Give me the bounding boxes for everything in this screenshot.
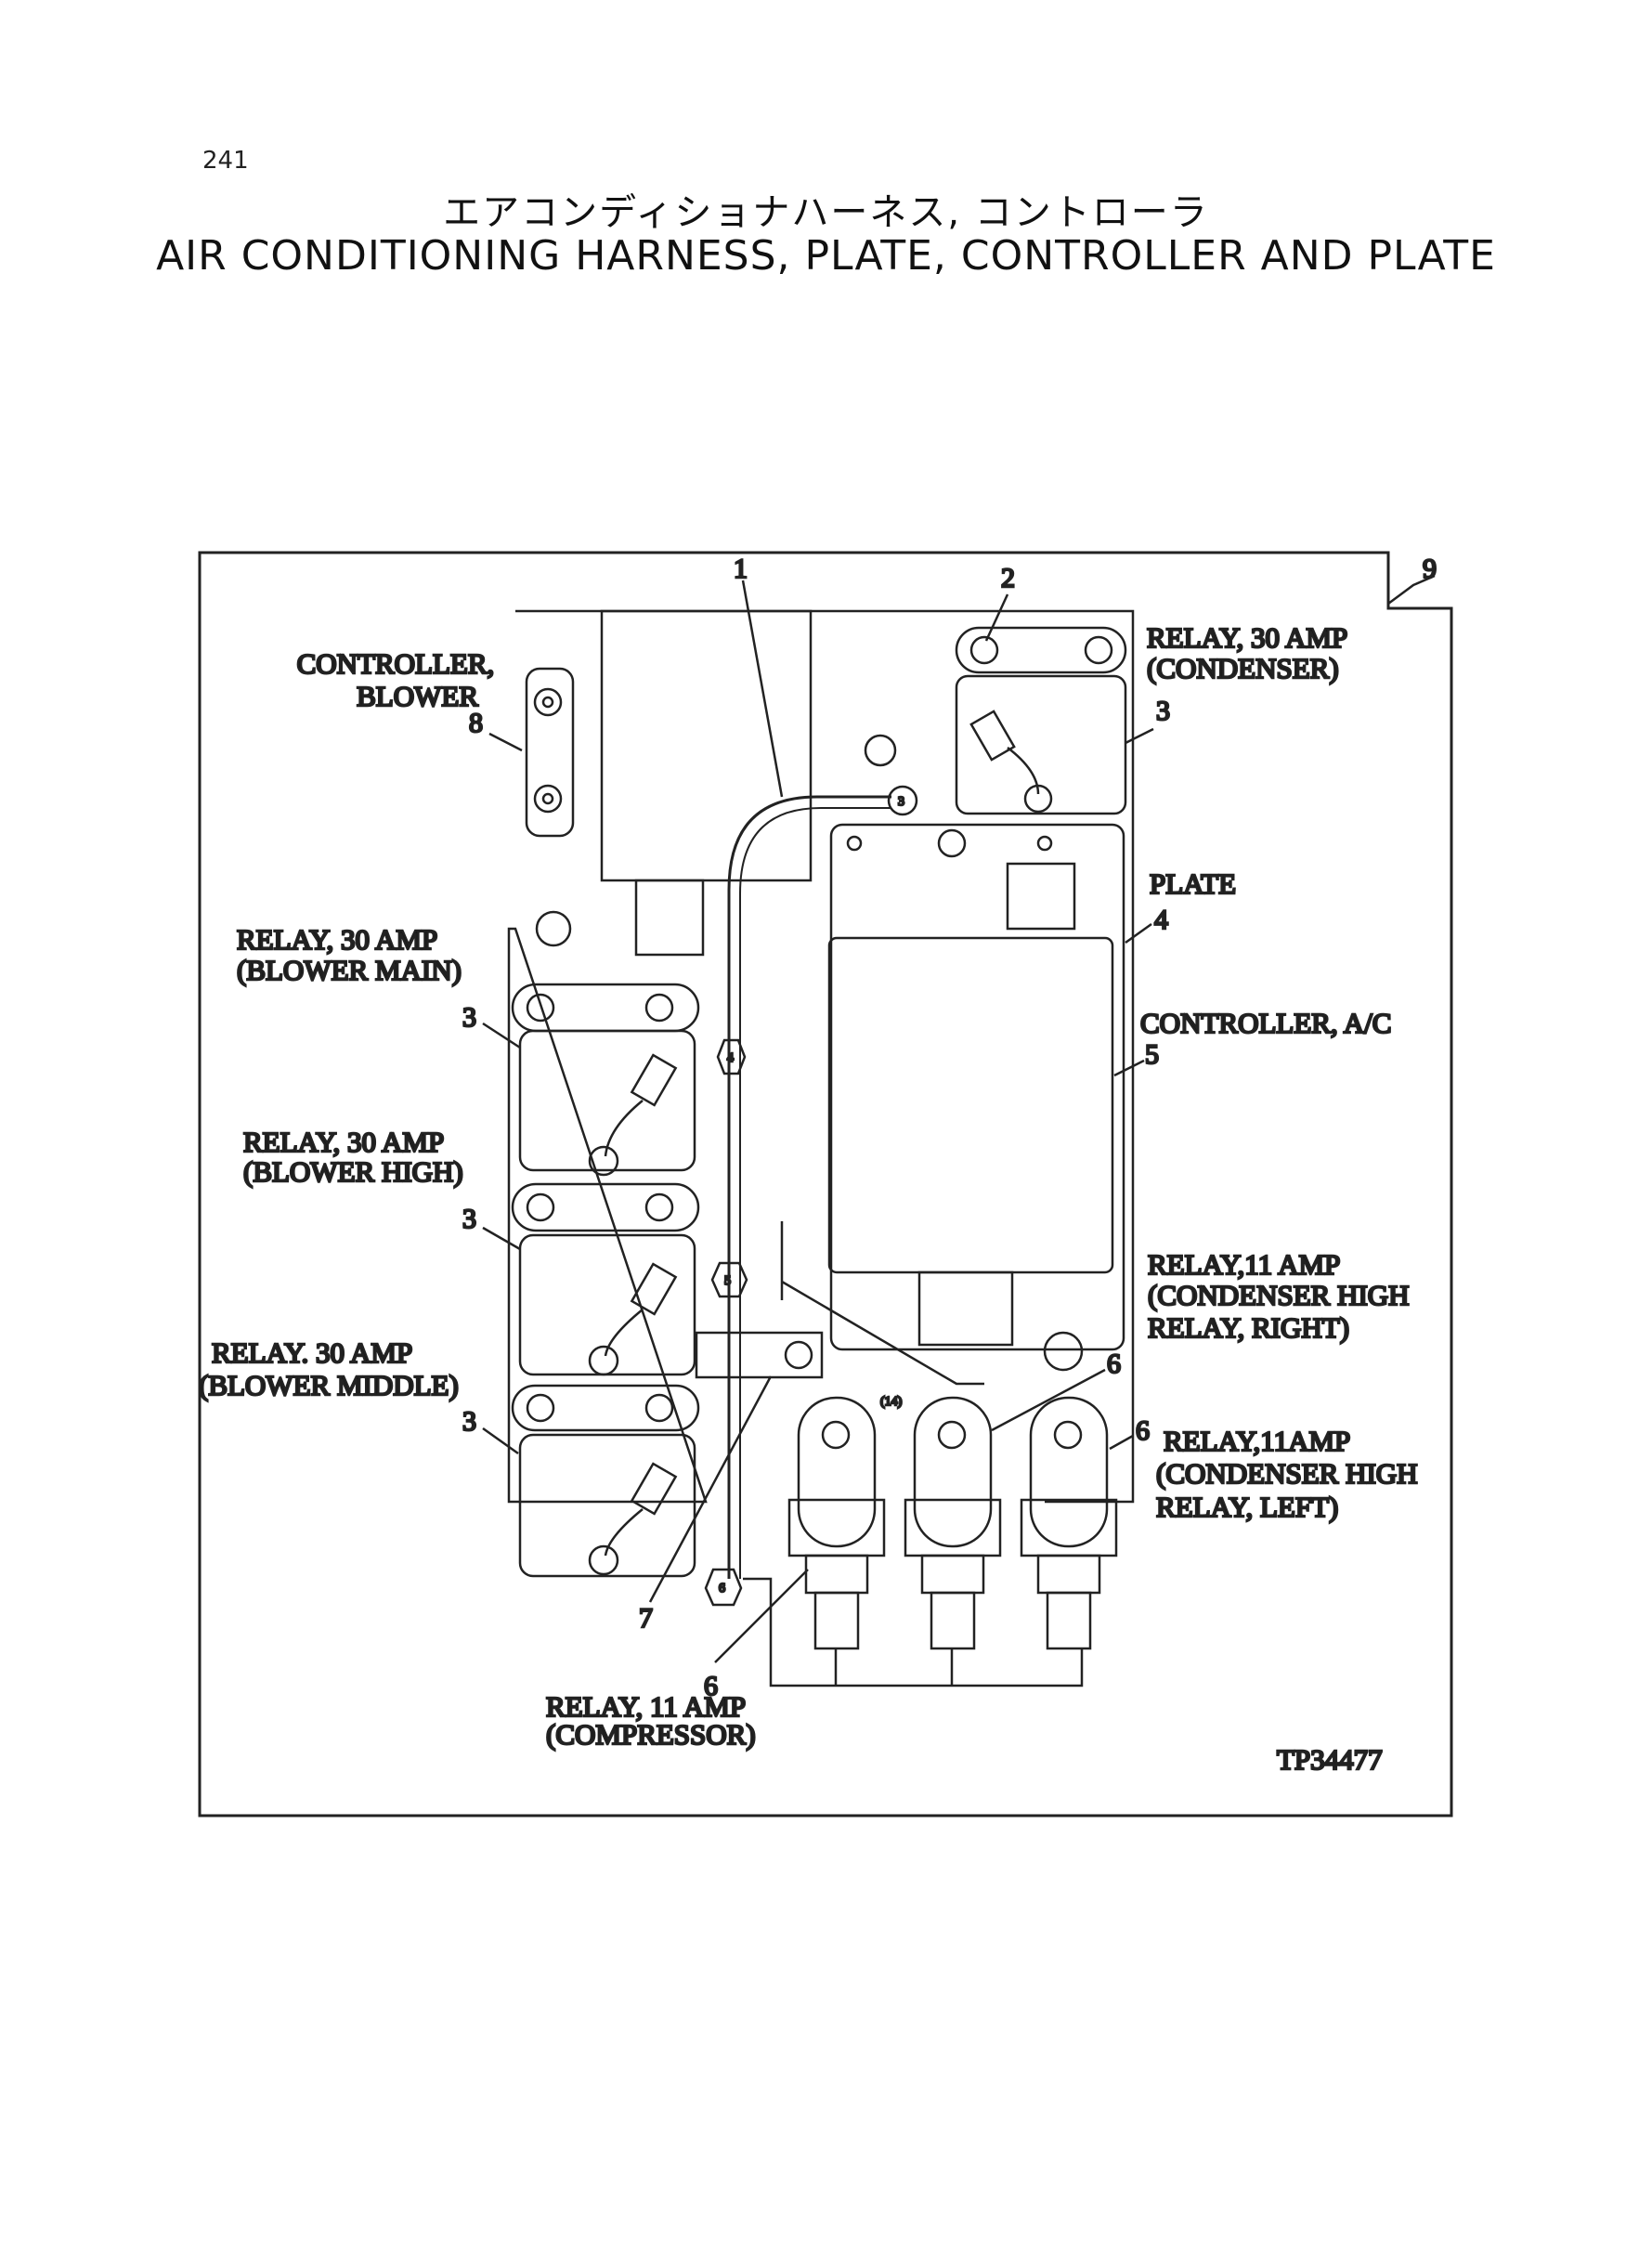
callout-leader-8 [488, 732, 523, 752]
page-number: 241 [202, 147, 249, 175]
callout-3d: 3 [462, 1406, 476, 1437]
plate-label-box [1006, 862, 1076, 931]
callout-3c: 3 [462, 1204, 476, 1234]
callout-leader-6a [991, 1368, 1106, 1432]
harness-main-inner [739, 807, 891, 1579]
callout-6c: 6 [704, 1671, 718, 1701]
drawing-number: TP34477 [1277, 1743, 1383, 1776]
relay-condenser-body [955, 674, 1127, 815]
label-controller-ac: CONTROLLER, A/C [1140, 1007, 1391, 1039]
relay-blower-main [511, 983, 700, 1177]
callout-leader-4 [1125, 922, 1152, 945]
mount-hole [846, 835, 863, 852]
controller-ac-body [827, 936, 1114, 1274]
connector-6-label: 6 [719, 1582, 725, 1596]
label-relay-blower-middle: RELAY. 30 AMP (BLOWER MIDDLE) [199, 1336, 459, 1401]
label-relay-condenser-high-left: RELAY,11AMP (CONDENSER HIGH RELAY, LEFT) [1156, 1425, 1424, 1523]
clamp-bolt [784, 1340, 813, 1370]
callout-leader-3d [482, 1427, 519, 1455]
connector-14-label: (14) [880, 1395, 903, 1409]
clamp-7 [695, 1331, 824, 1379]
label-relay-compressor: RELAY, 11 AMP (COMPRESSOR) [546, 1690, 756, 1751]
label-controller-blower: CONTROLLER, BLOWER [297, 647, 501, 712]
callout-leader-1 [741, 580, 784, 798]
callout-2: 2 [1001, 563, 1015, 593]
connector-4-label: 4 [727, 1051, 734, 1065]
connector-3-label: 3 [898, 795, 904, 809]
mount-hole [1043, 1331, 1084, 1372]
connector-6 [704, 1568, 743, 1607]
relay-blower-high [511, 1182, 700, 1376]
controller-ac-harness [780, 1221, 984, 1386]
relay-compressor [787, 1396, 886, 1650]
connector-3 [887, 785, 918, 816]
callout-leader-6c [714, 1569, 809, 1663]
callout-6b: 6 [1136, 1415, 1150, 1446]
callout-leader-6b [1109, 1434, 1134, 1451]
callout-leader-2 [984, 593, 1009, 642]
page-title-japanese: エアコンディショナハーネス, コントローラ [443, 191, 1209, 234]
connector-4 [716, 1038, 747, 1075]
callout-leader-3b [482, 1022, 521, 1049]
main-plate [507, 609, 1135, 1504]
blower-controller-connector [634, 879, 705, 957]
relay-terminal [1023, 784, 1053, 814]
callout-leader-5 [1113, 1059, 1145, 1077]
mount-hole [1036, 835, 1053, 852]
harness-main [727, 795, 891, 1579]
callout-3: 3 [1156, 696, 1170, 726]
relay-wire [1007, 747, 1040, 795]
mount-hole [535, 910, 572, 947]
mount-hole [937, 828, 967, 858]
page-title: AIR CONDITIONING HARNESS, PLATE, CONTROL… [156, 232, 1496, 280]
callout-leader-7 [648, 1375, 773, 1603]
label-relay-condenser-high-right: RELAY,11 AMP (CONDENSER HIGH RELAY, RIGH… [1148, 1248, 1416, 1344]
mount-hole [969, 635, 999, 665]
callout-8: 8 [469, 708, 483, 738]
blower-controller-box [600, 609, 813, 882]
relay-plug [969, 710, 1016, 762]
relay-condenser-high-right [904, 1396, 1002, 1650]
callout-3b: 3 [462, 1002, 476, 1033]
relay-condenser-bracket [955, 626, 1127, 674]
label-relay-condenser: RELAY, 30 AMP (CONDENSER) [1147, 621, 1354, 684]
relay-condenser-high-left [1020, 1396, 1118, 1650]
mount-hole [1084, 635, 1113, 665]
mount-hole [864, 734, 897, 767]
callout-5: 5 [1145, 1039, 1159, 1070]
callout-leader-3 [1125, 727, 1154, 745]
connector-5 [710, 1261, 748, 1298]
relay-blower-middle [511, 1384, 700, 1578]
callout-leader-3c [482, 1226, 521, 1251]
connector-5-label: 5 [724, 1274, 731, 1288]
controller-ac-connector [917, 1270, 1014, 1347]
label-relay-blower-main: RELAY, 30 AMP (BLOWER MAIN) [237, 923, 462, 986]
callout-leader-9 [1387, 574, 1436, 606]
label-relay-blower-high: RELAY, 30 AMP (BLOWER HIGH) [243, 1126, 463, 1188]
callout-7: 7 [639, 1603, 653, 1634]
relay-harness-bottom [743, 1577, 1084, 1687]
controller-blower-plate [525, 667, 575, 838]
mount-hole [533, 687, 563, 814]
label-plate: PLATE [1150, 867, 1236, 900]
callout-4: 4 [1154, 905, 1168, 935]
callout-9: 9 [1423, 554, 1437, 584]
outer-frame [198, 551, 1453, 1818]
callout-6a: 6 [1107, 1348, 1121, 1379]
callout-1: 1 [734, 554, 748, 584]
plate-4 [829, 823, 1125, 1351]
